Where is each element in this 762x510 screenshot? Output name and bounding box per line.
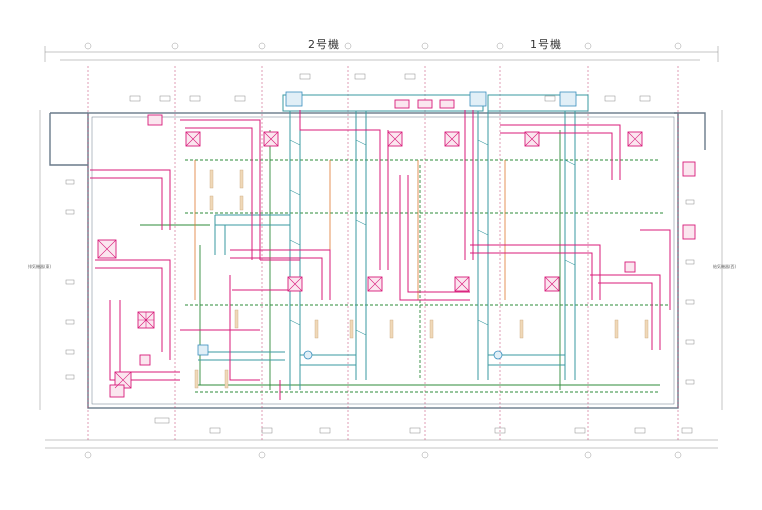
equipment-tags-top bbox=[129, 73, 651, 102]
right-side-note: 給気機器(西) bbox=[713, 264, 737, 269]
fan-units bbox=[197, 91, 577, 360]
duct-hatch bbox=[289, 139, 576, 336]
equipment-tags-bottom bbox=[154, 417, 693, 434]
dimension-lines bbox=[39, 46, 723, 449]
rooftop-units bbox=[394, 99, 455, 109]
equipment-tags-right bbox=[685, 199, 695, 385]
magenta-ducts bbox=[90, 110, 671, 400]
light-fixtures bbox=[194, 169, 649, 389]
air-diffusers bbox=[97, 114, 696, 398]
grid-bubbles bbox=[84, 42, 682, 459]
green-piping bbox=[140, 130, 670, 393]
diffuser-crosses bbox=[97, 131, 643, 389]
unit-1-label: 1号機 bbox=[530, 38, 562, 51]
building-walls bbox=[49, 112, 706, 409]
unit-2-label: 2号機 bbox=[308, 38, 340, 51]
teal-ducts bbox=[198, 94, 589, 390]
left-side-note: 排気機器(東) bbox=[28, 264, 52, 269]
equipment-tags-left bbox=[65, 179, 75, 380]
